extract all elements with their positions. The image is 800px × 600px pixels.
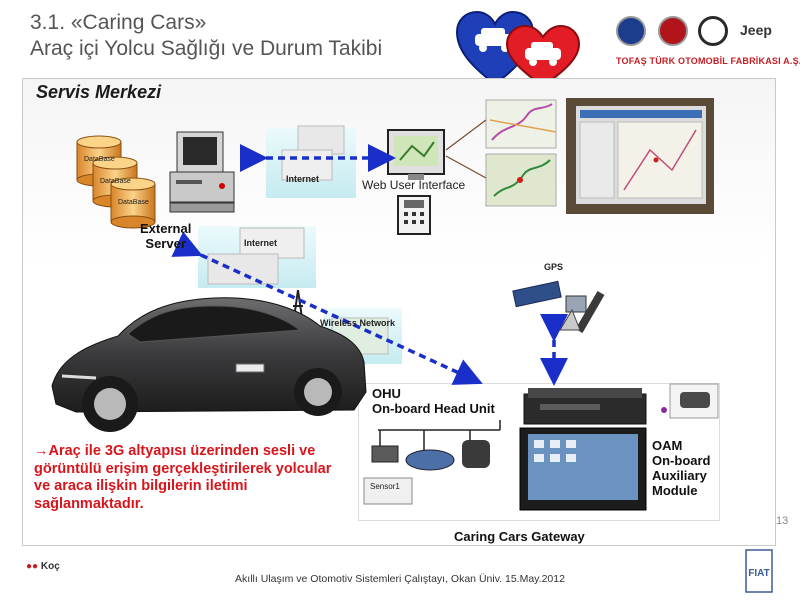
footer-text: Akıllı Ulaşım ve Otomotiv Sistemleri Çal…	[235, 573, 565, 585]
title-line-2: Araç içi Yolcu Sağlığı ve Durum Takibi	[30, 37, 383, 60]
slide-title: 3.1. «Caring Cars» Araç içi Yolcu Sağlığ…	[30, 10, 450, 62]
ohu-device-icon	[523, 388, 647, 425]
koc-mark-icon: ●●	[26, 561, 39, 572]
car-image	[51, 297, 367, 432]
map-thumbnail-top	[485, 99, 557, 149]
gps-satellite-icon	[512, 280, 605, 334]
brand-logos: Jeep TOFAŞ TÜRK OTOMOBİL FABRİKASI A.Ş.	[612, 16, 800, 74]
sensor-devices-icon	[363, 440, 490, 505]
lancia-logo	[616, 16, 646, 46]
web-monitor-icon	[387, 129, 445, 180]
database-label-2: DataBase	[100, 178, 131, 185]
map-thumbnail-bottom	[485, 153, 557, 207]
database-label-3: DataBase	[118, 199, 149, 206]
fiat-logo	[658, 16, 688, 46]
alfa-romeo-logo	[698, 16, 728, 46]
internet-cloud-top	[266, 125, 356, 198]
monitoring-screen-photo	[566, 98, 714, 214]
koc-logo-text: Koç	[40, 561, 60, 572]
fiat-bottom-logo-text: FIAT	[748, 568, 769, 579]
fiat-bottom-logo: FIAT	[745, 549, 773, 593]
oam-label: OAM On-board Auxiliary Module	[652, 438, 711, 498]
web-ui-label: Web User Interface	[362, 178, 466, 192]
section-title: Servis Merkezi	[36, 82, 162, 102]
gateway-label: Caring Cars Gateway	[454, 529, 585, 544]
wireless-network-label: Wireless Network	[320, 318, 395, 328]
description-text: →Araç ile 3G altyapısı üzerinden sesli v…	[34, 443, 332, 512]
database-icon	[76, 135, 156, 229]
display-monitor-icon	[519, 427, 647, 511]
oam-device-icon	[661, 383, 719, 419]
internet-cloud-mid	[198, 226, 316, 288]
server-computer-icon	[169, 131, 235, 213]
database-label-1: DataBase	[84, 156, 115, 163]
gps-label: GPS	[544, 262, 564, 272]
sensor-label: Sensor1	[370, 482, 400, 491]
internet-top-label: Internet	[286, 174, 320, 184]
phone-icon	[397, 195, 431, 235]
caring-cars-hearts-logo	[455, 10, 581, 88]
jeep-logo: Jeep	[740, 22, 772, 38]
koc-logo: ●● Koç	[26, 561, 60, 572]
external-server-label: External Server	[140, 221, 192, 251]
ohu-label: OHU On-board Head Unit	[372, 386, 495, 416]
title-line-1: 3.1. «Caring Cars»	[30, 11, 207, 34]
data-flow-arrows	[171, 144, 568, 386]
internet-mid-label: Internet	[244, 238, 278, 248]
tofas-logo: TOFAŞ TÜRK OTOMOBİL FABRİKASI A.Ş.	[616, 56, 800, 66]
page-number: 13	[776, 515, 789, 527]
